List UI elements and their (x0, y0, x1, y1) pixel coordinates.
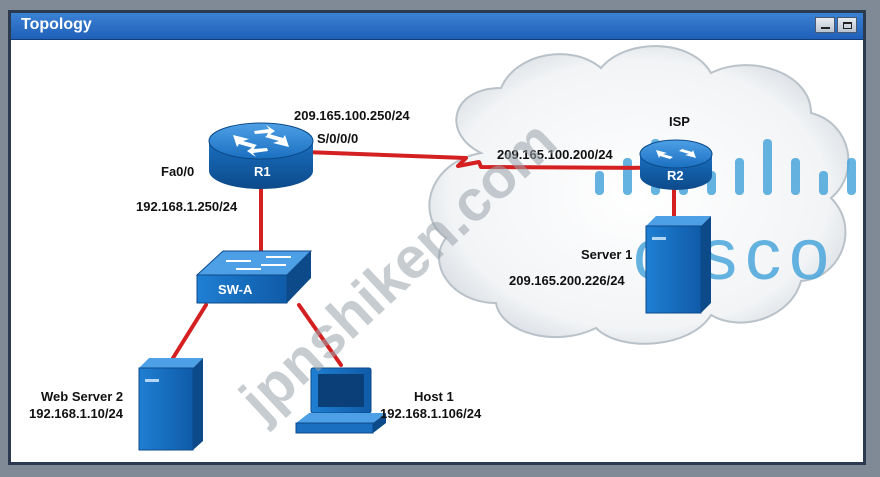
server1-name: Server 1 (581, 247, 632, 262)
r1-fa-port: Fa0/0 (161, 164, 194, 179)
router-r2[interactable]: R2 (639, 139, 713, 190)
webserver2-ip: 192.168.1.10/24 (29, 406, 124, 421)
isp-label: ISP (669, 114, 690, 129)
maximize-button[interactable] (837, 17, 857, 33)
links (171, 150, 676, 367)
window-controls (815, 17, 857, 33)
switch-webserver-link (171, 303, 208, 360)
r2-wan-ip: 209.165.100.200/24 (497, 147, 613, 162)
switch-arrows-icon (226, 256, 291, 270)
topology-window: Topology (8, 10, 866, 465)
isp-cloud (428, 45, 850, 345)
r1-name: R1 (254, 164, 271, 179)
router-r1[interactable]: R1 (208, 122, 314, 189)
switch-name: SW-A (218, 282, 253, 297)
switch-sw-a[interactable]: SW-A (195, 250, 313, 304)
host1-name: Host 1 (414, 389, 454, 404)
window-title: Topology (21, 16, 92, 33)
server-1[interactable] (645, 216, 711, 314)
switch-host-link (297, 303, 343, 367)
server1-ip: 209.165.200.226/24 (509, 273, 625, 288)
webserver2-name: Web Server 2 (41, 389, 123, 404)
window-titlebar: Topology (11, 13, 863, 40)
web-server-2[interactable] (138, 358, 203, 451)
router-arrows-icon (656, 149, 696, 159)
r1-wan-ip: 209.165.100.250/24 (294, 108, 410, 123)
wan-serial-link (303, 150, 673, 170)
host1-ip: 192.168.1.106/24 (380, 406, 482, 421)
r1-lan-ip: 192.168.1.250/24 (136, 199, 238, 214)
r2-name: R2 (667, 168, 684, 183)
host-1-pc[interactable] (295, 367, 386, 434)
minimize-button[interactable] (815, 17, 835, 33)
r1-serial-port: S/0/0/0 (317, 131, 358, 146)
topology-diagram: cisco R1 (29, 45, 856, 451)
minimize-icon (820, 27, 830, 29)
maximize-icon (842, 21, 852, 29)
router-arrows-icon (233, 125, 289, 157)
